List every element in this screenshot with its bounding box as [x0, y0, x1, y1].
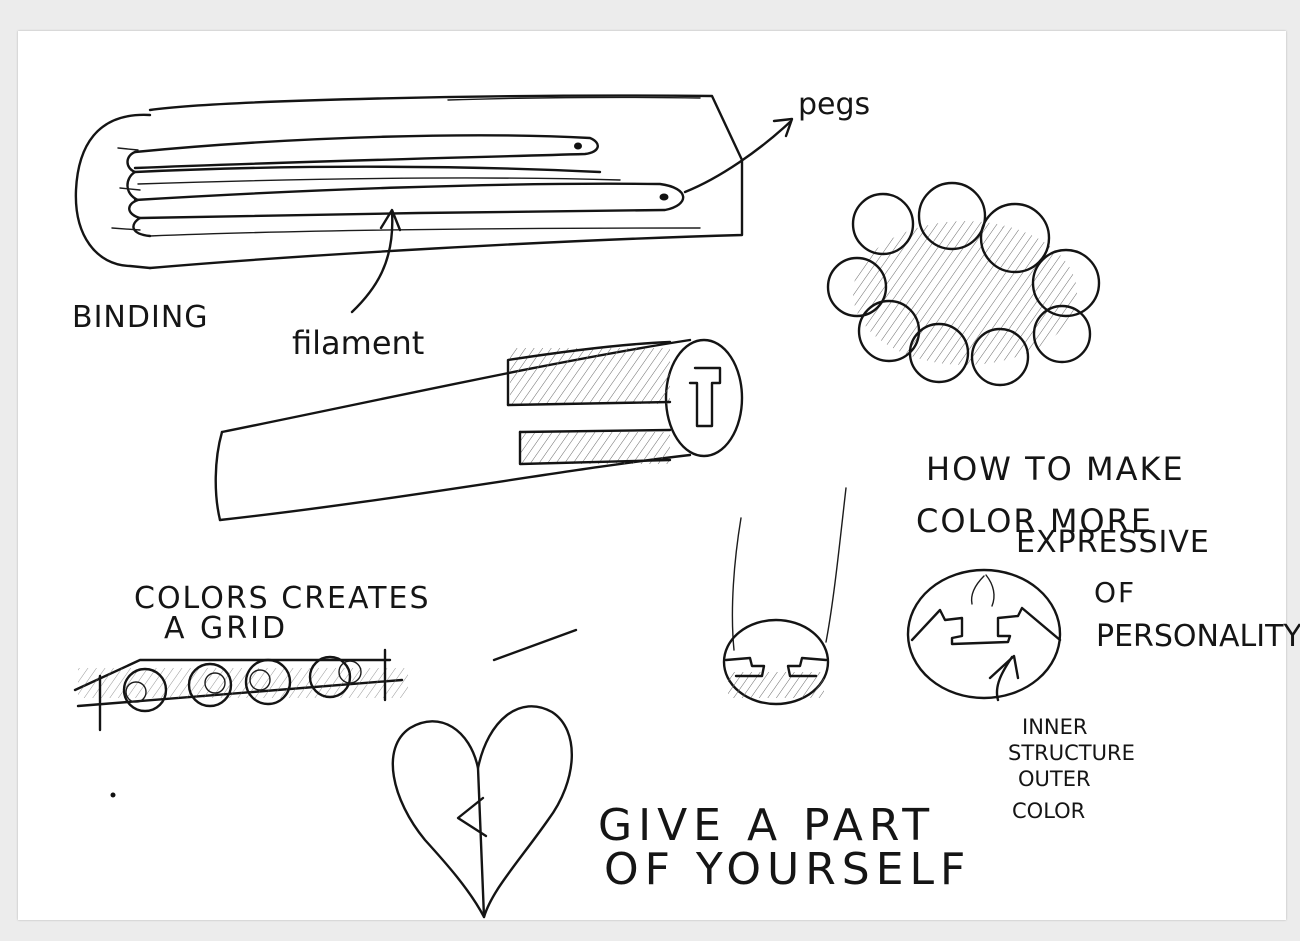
how-label-line3: EXPRESSIVE	[1016, 525, 1210, 560]
inner-label-line2: STRUCTURE	[1008, 741, 1135, 765]
sketch-page	[18, 31, 1286, 920]
how-label-line1: HOW TO MAKE	[926, 450, 1185, 488]
inner-label-line1: INNER	[1022, 715, 1087, 739]
broken-heart-sketch	[110, 705, 573, 919]
how-label-line2: COLOR MORE	[916, 502, 1153, 540]
inner-label-line4: COLOR	[1012, 799, 1085, 823]
expressive-sphere-sketch	[906, 568, 1062, 702]
colors-grid-label-line1: COLORS CREATES	[134, 581, 431, 616]
binding-label: BINDING	[72, 300, 209, 335]
how-label-line5: PERSONALITY	[1096, 619, 1300, 654]
small-sphere-sketch	[722, 487, 847, 706]
how-label-line4: OF	[1094, 576, 1136, 609]
slotted-tube-sketch	[214, 338, 744, 522]
pegs-label: pegs	[798, 87, 870, 122]
give-part-label-line1: GIVE A PART	[598, 800, 935, 851]
grid-circles-sketch	[73, 628, 578, 732]
colors-grid-label-line2: A GRID	[164, 611, 288, 646]
circle-ring-sketch	[826, 181, 1101, 387]
give-part-label-line2: OF YOURSELF	[604, 844, 971, 895]
binding-tube-sketch	[74, 94, 794, 314]
inner-label-line3: OUTER	[1018, 767, 1091, 791]
filament-label: filament	[292, 324, 424, 362]
